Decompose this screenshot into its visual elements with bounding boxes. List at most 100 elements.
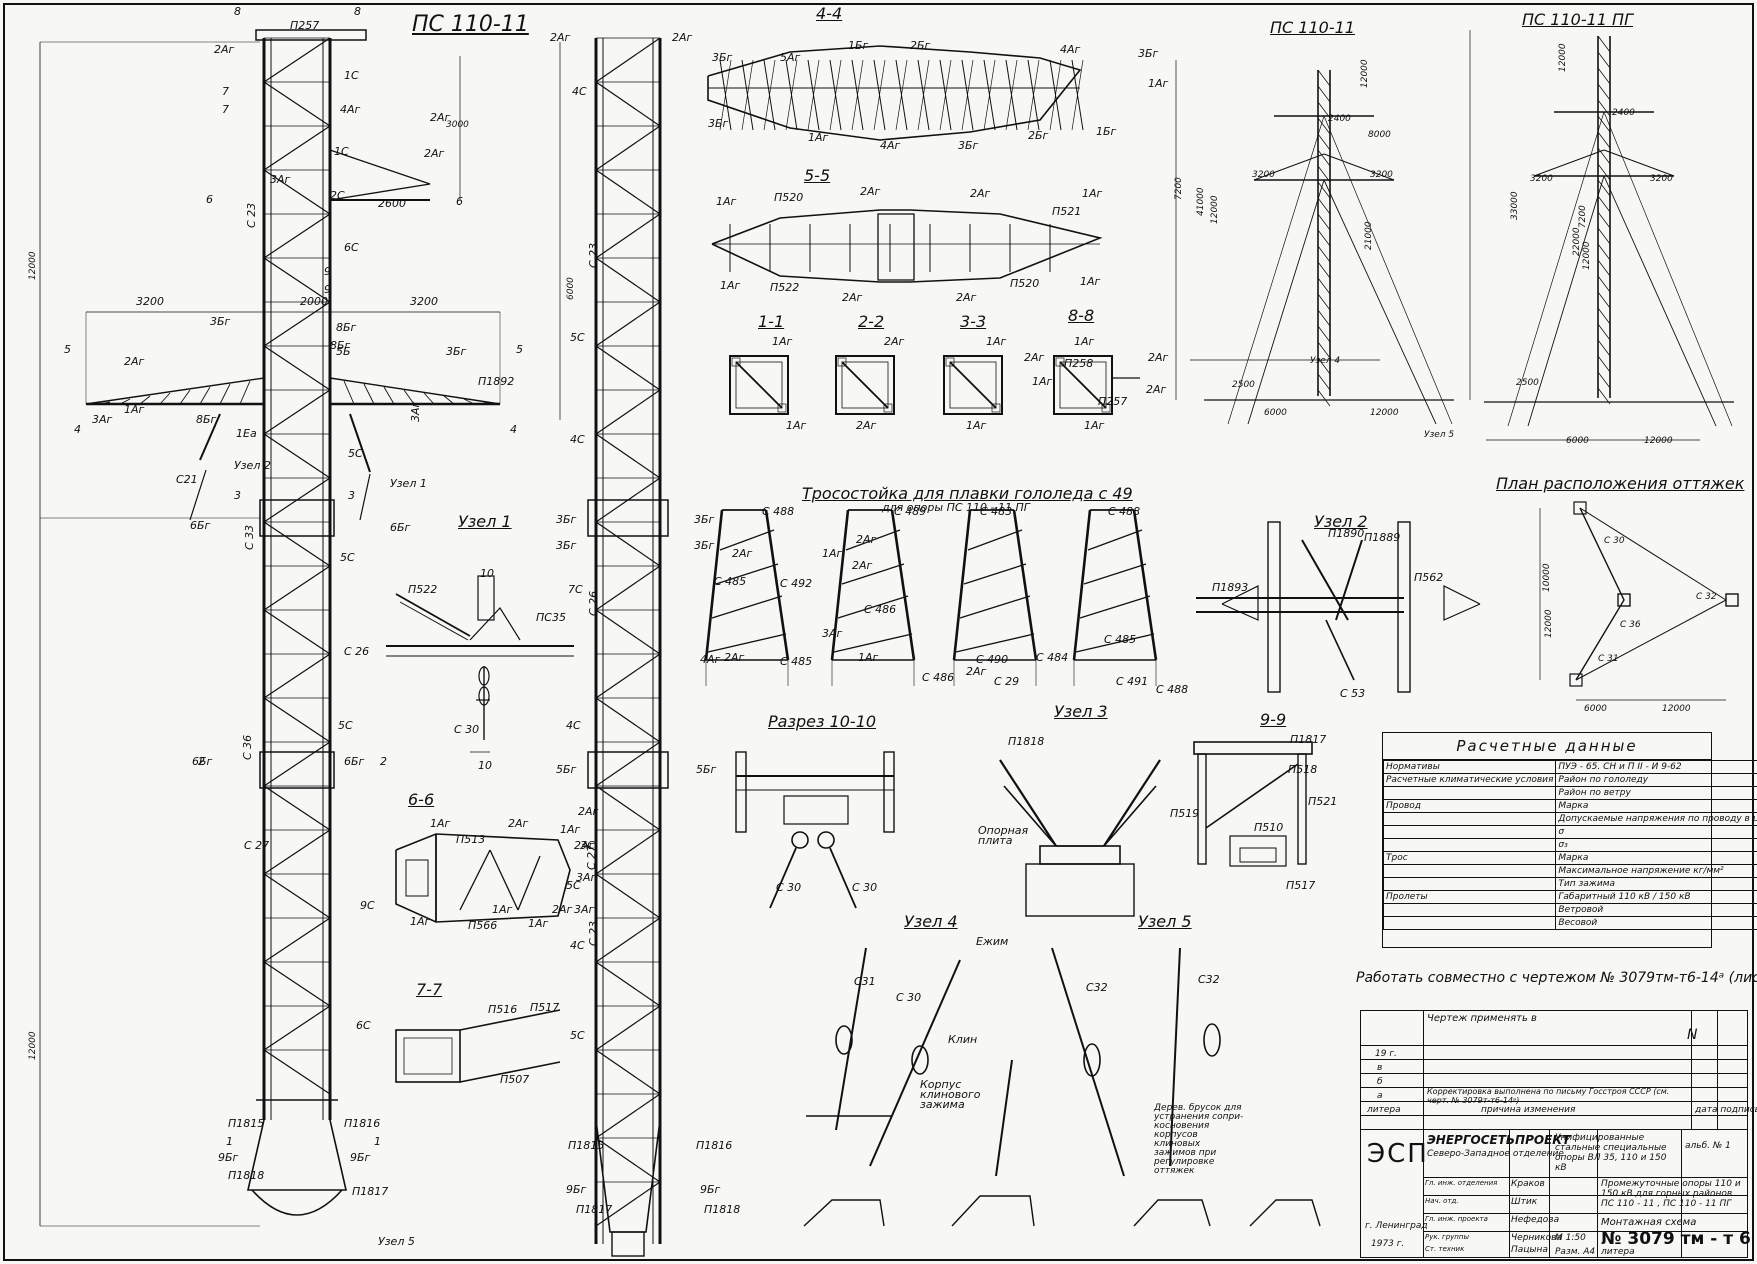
stamp-tech-name: Пацына [1511,1245,1548,1255]
node-2-title: Узел 2 [1314,512,1368,531]
right-b-label: 12000 [1558,43,1568,72]
stamp-row-a: а [1377,1091,1383,1101]
design-data-cell [1382,838,1557,852]
trestle-label: С 484 [1036,651,1069,664]
trestle-label: С 485 [780,655,813,668]
stamp-unified-series: Унифицированные стальные специальные опо… [1555,1133,1667,1173]
stamp-litera-2: литера [1601,1247,1635,1257]
main-tower-label: 9С [360,899,375,912]
stamp-year-line: 19 г. [1375,1049,1397,1059]
stamp-n: N [1687,1027,1698,1043]
node3-label: П1818 [1008,735,1045,748]
sec66-label: 1Аг [430,817,451,830]
design-data-row: Максимальное напряжение кг/мм²45 [1382,864,1757,878]
node2-label: С 53 [1340,687,1366,700]
main-tower-label: 1С [344,69,359,82]
node1-label: С 30 [454,723,480,736]
side-tower-label: 9Бг [700,1183,721,1196]
stamp-check-name: Черникова [1511,1233,1562,1243]
main-tower-label: Узел 5 [378,1235,415,1248]
side-tower-label: П1815 [568,1139,605,1152]
main-tower-dimensions [39,41,561,1227]
side-tower-label: 4С [570,939,585,952]
stamp-scale: М 1:50 [1555,1233,1586,1243]
main-tower-label: П257 [290,19,320,32]
side-tower-label: П1816 [696,1139,733,1152]
right-a-label: 2500 [1232,380,1255,390]
node4-label: Клин [948,1033,978,1046]
sec-small-label: 2Аг [1024,351,1045,364]
main-tower-label: 2000 [300,295,328,308]
design-data-cell: Максимальное напряжение кг/мм² [1555,864,1757,878]
right-a-label: 6000 [1264,408,1287,418]
stamp-year: 1973 г. [1371,1239,1405,1249]
plan-of-guys-drawing [1539,501,1739,701]
node-1-drawing [386,575,574,753]
sec99-label: П517 [1286,879,1316,892]
title-ps110-11: ПС 110-11 [1270,18,1355,37]
node1-label: П522 [408,583,438,596]
design-data-cell [1382,877,1557,891]
main-cuts-label: 2 [198,755,205,768]
side-tower-label: С 23 [587,242,600,268]
sec77-label: П517 [530,1001,560,1014]
sec-small-label: П258 [1064,357,1094,370]
side-tower-label: 3Бг [694,513,715,526]
sec66-label: П566 [468,919,498,932]
right-b-label: 3200 [1530,174,1553,184]
node4-label: С 30 [896,991,922,1004]
plan-label: С 32 [1696,592,1717,602]
main-tower-label: 2600 [378,197,406,210]
stamp-drawing-number: № 3079 тм - т 6 - 14 [1601,1229,1757,1249]
sec55-label: П520 [1010,277,1040,290]
trestle-label: С 491 [1116,675,1149,688]
main-tower-label: П1816 [344,1117,381,1130]
sec-small-label: 2Аг [856,419,877,432]
stamp-head-name: Штик [1511,1197,1538,1207]
design-data-cell: Допускаемые напряжения по проводу в цело… [1555,812,1757,826]
trestle-label: 1Аг [858,651,879,664]
plan-label: 10000 [1542,563,1552,592]
design-data-cell: Нормативы [1382,760,1557,774]
side-tower-label: С 26 [587,590,600,616]
main-tower-label: П1892 [478,375,515,388]
plan-label: 6000 [1584,704,1607,714]
sec44-label: 1Аг [808,131,829,144]
section-2-2-title: 2-2 [858,312,885,331]
section-6-6-drawing [395,833,571,923]
sec66-label: 3Аг [576,871,597,884]
trestle-label: С 485 [1104,633,1137,646]
sec99-label: П519 [1170,807,1200,820]
main-tower-label: 8Бг [336,321,357,334]
main-tower-label: 3Аг [270,173,291,186]
design-data-cell: Трос [1382,851,1557,865]
sec44-label: 3Бг [712,51,733,64]
node-2-drawing [1196,521,1481,693]
right-a-label: 2400 [1328,114,1351,124]
stamp-esp-logo: ЭСП [1367,1139,1429,1169]
section-7-7-title: 7-7 [416,980,443,999]
main-dims-label: 6000 [566,277,576,300]
trestle-label: С 486 [922,671,955,684]
design-data-row: ТросМаркаТК - 9,1 (ГОСТ 3063 - 66) [1382,851,1757,865]
main-tower-label: 2Аг [214,43,235,56]
main-tower-crossarms [85,149,501,521]
plan-label: 12000 [1662,704,1691,714]
section-3-3-title: 3-3 [960,312,987,331]
right-a-label: 12000 [1370,408,1399,418]
sec66-label: 2Аг [574,839,595,852]
stamp-organization: ЭНЕРГОСЕТЬПРОЕКТ [1427,1133,1571,1147]
right-b-label: 3200 [1650,174,1673,184]
design-data-row: Ветровой460400500 / 480 [1382,903,1757,917]
right-b-label: 22000 [1572,227,1582,256]
trestle-label: С 488 [1156,683,1189,696]
sec44-label: 1Бг [848,39,869,52]
main-cuts-label: 9 [324,265,331,278]
stamp-row-b: б [1377,1077,1383,1087]
side-tower-label: 3Бг [556,513,577,526]
trestle-label: С 492 [780,577,813,590]
main-cuts-label: 2 [380,755,387,768]
node2-label: П1890 [1328,527,1365,540]
